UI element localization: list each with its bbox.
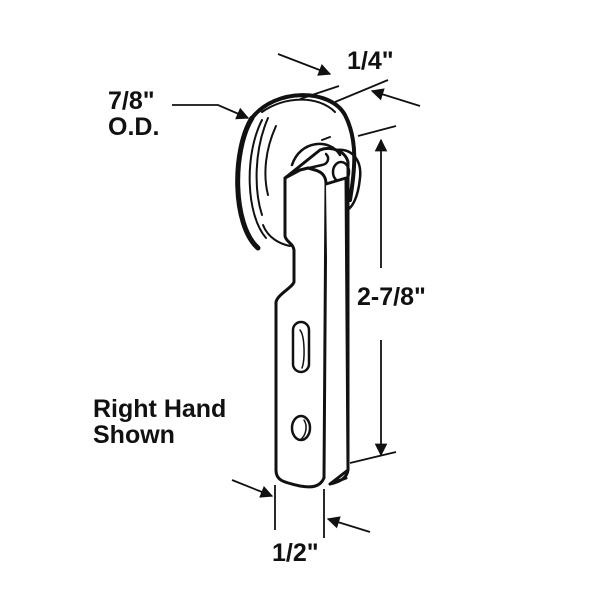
outer-diameter-value: 7/8" (108, 87, 155, 115)
overall-height-label: 2-7/8" (357, 283, 426, 311)
dimension-lines (172, 53, 421, 538)
bracket-arm (274, 136, 350, 489)
wheel-width-label: 1/4" (347, 47, 394, 75)
orientation-note-line2: Shown (93, 421, 175, 450)
orientation-note-line1: Right Hand (93, 395, 227, 423)
outer-diameter-suffix: O.D. (108, 113, 160, 142)
orientation-note: Right Hand Shown (93, 396, 226, 449)
outer-diameter-label: 7/8" O.D. (108, 88, 159, 141)
bracket-width-label: 1/2" (272, 539, 319, 567)
